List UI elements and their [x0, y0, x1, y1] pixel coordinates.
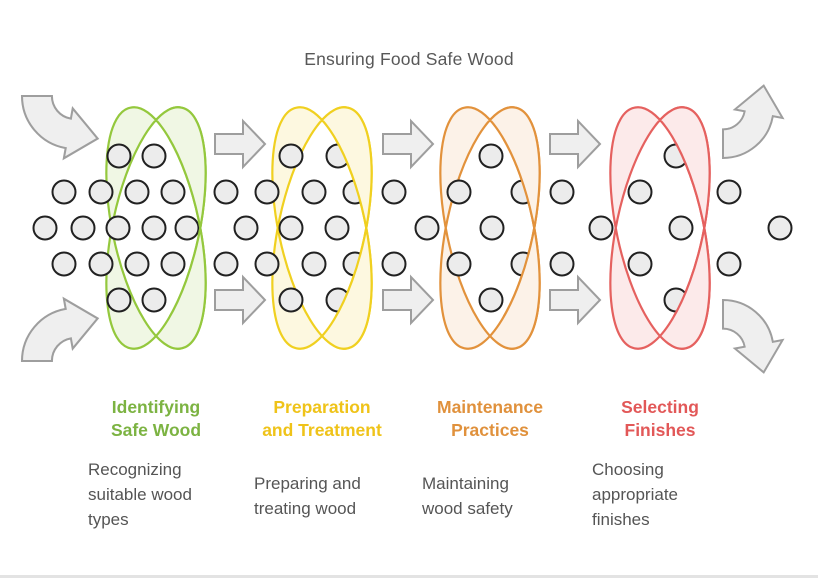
particle-dot [88, 179, 114, 205]
particle-dot [627, 179, 653, 205]
particle-dot [588, 215, 614, 241]
particle-dot [141, 143, 167, 169]
stage-heading-selecting-finishes: Selecting Finishes [621, 397, 699, 440]
particle-dot [141, 287, 167, 313]
particle-dot [716, 179, 742, 205]
particle-dot [446, 179, 472, 205]
particle-dot [160, 179, 186, 205]
particle-dot [549, 251, 575, 277]
particle-dot [414, 215, 440, 241]
stage-heading-maintenance-practices: Maintenance Practices [437, 397, 543, 440]
stage-description-identifying-safe-wood: Recognizing suitable wood types [88, 460, 192, 529]
particle-dot [479, 215, 505, 241]
particle-dot [278, 143, 304, 169]
particle-dot [141, 215, 167, 241]
stage-heading-identifying-safe-wood: Identifying Safe Wood [110, 397, 202, 440]
flow-arrow-icon [214, 274, 267, 326]
particle-dot [105, 215, 131, 241]
particle-dots [32, 143, 793, 313]
particle-dot [324, 215, 350, 241]
particle-dot [301, 179, 327, 205]
inflow-outflow-arrows [20, 84, 785, 374]
flow-arrow-icon [549, 118, 602, 170]
particle-dot [70, 215, 96, 241]
particle-dot [106, 287, 132, 313]
ring-front-identifying-safe-wood [169, 106, 207, 350]
stage-description-selecting-finishes: Choosing appropriate finishes [592, 460, 679, 529]
stage-rings-front [169, 106, 711, 350]
particle-dot [668, 215, 694, 241]
particle-dot [381, 251, 407, 277]
inflow-arrow-top-icon [20, 94, 100, 161]
stage-description-preparation-and-treatment: Preparing and treating wood [254, 474, 361, 518]
particle-dot [478, 143, 504, 169]
outflow-arrow-top-icon [722, 84, 785, 159]
stage-description-maintenance-practices: Maintaining wood safety [422, 474, 513, 518]
particle-dot [254, 179, 280, 205]
particle-dot [32, 215, 58, 241]
bottom-edge-divider [0, 575, 818, 578]
flow-arrow-icon [382, 118, 435, 170]
ring-front-maintenance-practices [503, 106, 541, 350]
particle-dot [767, 215, 793, 241]
particle-dot [51, 251, 77, 277]
particle-dot [254, 251, 280, 277]
particle-dot [213, 251, 239, 277]
flow-arrow-icon [549, 274, 602, 326]
particle-dot [627, 251, 653, 277]
page-title: Ensuring Food Safe Wood [304, 49, 514, 69]
particle-dot [716, 251, 742, 277]
particle-dot [446, 251, 472, 277]
particle-dot [278, 287, 304, 313]
particle-dot [381, 179, 407, 205]
ring-front-selecting-finishes [673, 106, 711, 350]
particle-dot [213, 179, 239, 205]
between-stage-arrows [214, 118, 602, 326]
particle-dot [478, 287, 504, 313]
particle-dot [233, 215, 259, 241]
particle-dot [88, 251, 114, 277]
particle-dot [51, 179, 77, 205]
flow-arrow-icon [382, 274, 435, 326]
ring-front-preparation-and-treatment [335, 106, 373, 350]
particle-dot [549, 179, 575, 205]
particle-dot [174, 215, 200, 241]
flow-arrow-icon [214, 118, 267, 170]
particle-dot [278, 215, 304, 241]
particle-dot [124, 179, 150, 205]
outflow-arrow-bottom-icon [722, 299, 785, 374]
particle-dot [106, 143, 132, 169]
inflow-arrow-bottom-icon [20, 296, 100, 363]
particle-dot [124, 251, 150, 277]
particle-dot [301, 251, 327, 277]
stage-heading-preparation-and-treatment: Preparation and Treatment [262, 397, 382, 440]
particle-dot [160, 251, 186, 277]
